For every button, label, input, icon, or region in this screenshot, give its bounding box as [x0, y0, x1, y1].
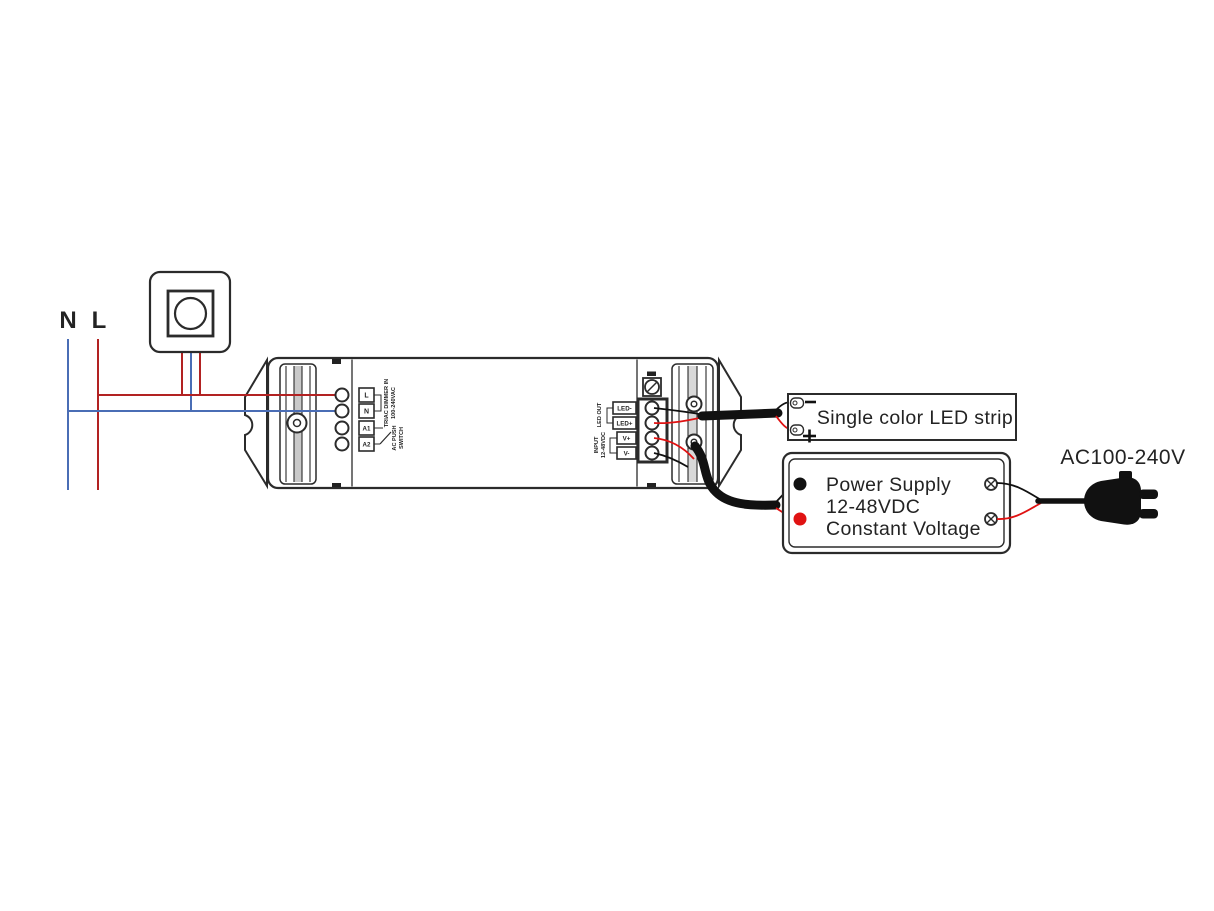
terminal-n-label: N [364, 409, 369, 416]
screw-center-icon [292, 418, 302, 428]
pad-hole-icon [792, 400, 798, 406]
case-clip-icon [647, 371, 656, 376]
dc-input-caption-2: 12-48VDC [601, 432, 607, 458]
terminal-a2-label: A2 [363, 442, 371, 449]
left-mounting-ear [244, 356, 268, 490]
plug-red-wire [996, 502, 1042, 520]
push-caption-1: AC PUSH [392, 425, 398, 450]
output-terminal-labels: LED- LED+ V+ V- LED OUT INPUT 12-48VDC [594, 401, 637, 460]
power-supply-line2: 12-48VDC [826, 496, 920, 518]
output-wire-holes [644, 400, 660, 461]
set-screw [642, 377, 662, 397]
dc-cable-sheath [690, 441, 781, 510]
live-label: L [92, 307, 107, 334]
v-plus-wire [653, 437, 695, 460]
terminal-led-plus-label: LED+ [617, 421, 633, 428]
wire-hole-l [334, 387, 350, 403]
dc-positive-terminal-dot [793, 477, 807, 491]
input-terminal-labels: L N A1 A2 TRIAC DIMMER IN 100-240VAC AC … [358, 379, 405, 452]
dimmer-knob [173, 296, 208, 331]
plug-black-wire [996, 482, 1042, 501]
right-mounting-ear [718, 356, 742, 490]
terminal-l-label: L [364, 393, 369, 400]
ac-terminal-bottom [984, 512, 998, 526]
wall-dimmer [148, 270, 232, 354]
led-strip: Single color LED strip [787, 393, 1017, 443]
terminal-v-minus-label: V- [624, 451, 630, 458]
case-clip-icon [647, 483, 656, 487]
case-clip-icon [332, 359, 341, 364]
screw-slot-icon [646, 381, 658, 393]
terminal-v-plus-label: V+ [623, 436, 631, 443]
v-minus-wire [653, 452, 689, 468]
led-cable-sheath [697, 408, 783, 421]
push-caption-2: SWITCH [399, 427, 405, 449]
case-clip-icon [332, 483, 341, 487]
triac-in-caption-2: 100-240VAC [391, 387, 397, 419]
ac-terminal-top [984, 477, 998, 491]
power-supply: Power Supply 12-48VDC Constant Voltage [781, 451, 1012, 555]
power-supply-line1: Power Supply [826, 474, 951, 496]
ln-bracket [374, 394, 382, 412]
ac-plug: AC100-240V [996, 446, 1185, 525]
dc-negative-terminal-dot [793, 512, 807, 526]
led-controller: L N A1 A2 TRIAC DIMMER IN 100-240VAC AC … [244, 356, 742, 490]
led-out-caption: LED OUT [597, 402, 603, 427]
controller-body [266, 356, 720, 490]
dc-input-caption-1: INPUT [594, 436, 600, 453]
switch-symbol-icon [379, 431, 392, 445]
input-wire-holes [334, 387, 350, 452]
pad-hole-icon [792, 427, 798, 433]
neutral-label: N [59, 307, 76, 334]
led-strip-label: Single color LED strip [817, 407, 1013, 429]
power-supply-inner [788, 458, 1005, 548]
plug-prong-icon [1139, 509, 1158, 519]
led-out-bracket [606, 407, 613, 424]
terminal-x-icon [986, 514, 996, 524]
terminal-led-minus-label: LED- [617, 406, 631, 413]
terminal-a1-label: A1 [363, 426, 371, 433]
dimmer-wires [181, 350, 201, 411]
mains-input: N L [59, 307, 106, 490]
power-supply-line3: Constant Voltage [826, 518, 981, 540]
plug-body-icon [1084, 477, 1141, 525]
right-fin-bar [688, 366, 697, 482]
clamp-screw-center-icon [690, 400, 698, 408]
left-fin-panel [279, 363, 317, 485]
led-strip-body [787, 393, 1017, 441]
wire-hole-v-minus [644, 445, 660, 461]
dc-input-bracket [609, 437, 617, 454]
triac-in-caption-1: TRIAC DIMMER IN [384, 379, 390, 427]
wire-hole-a1 [334, 420, 350, 436]
wire-hole-n [334, 403, 350, 419]
terminal-x-icon [986, 479, 996, 489]
wire-hole-a2 [334, 436, 350, 452]
plug-prong-icon [1139, 489, 1158, 499]
ac-voltage-label: AC100-240V [1060, 446, 1185, 469]
